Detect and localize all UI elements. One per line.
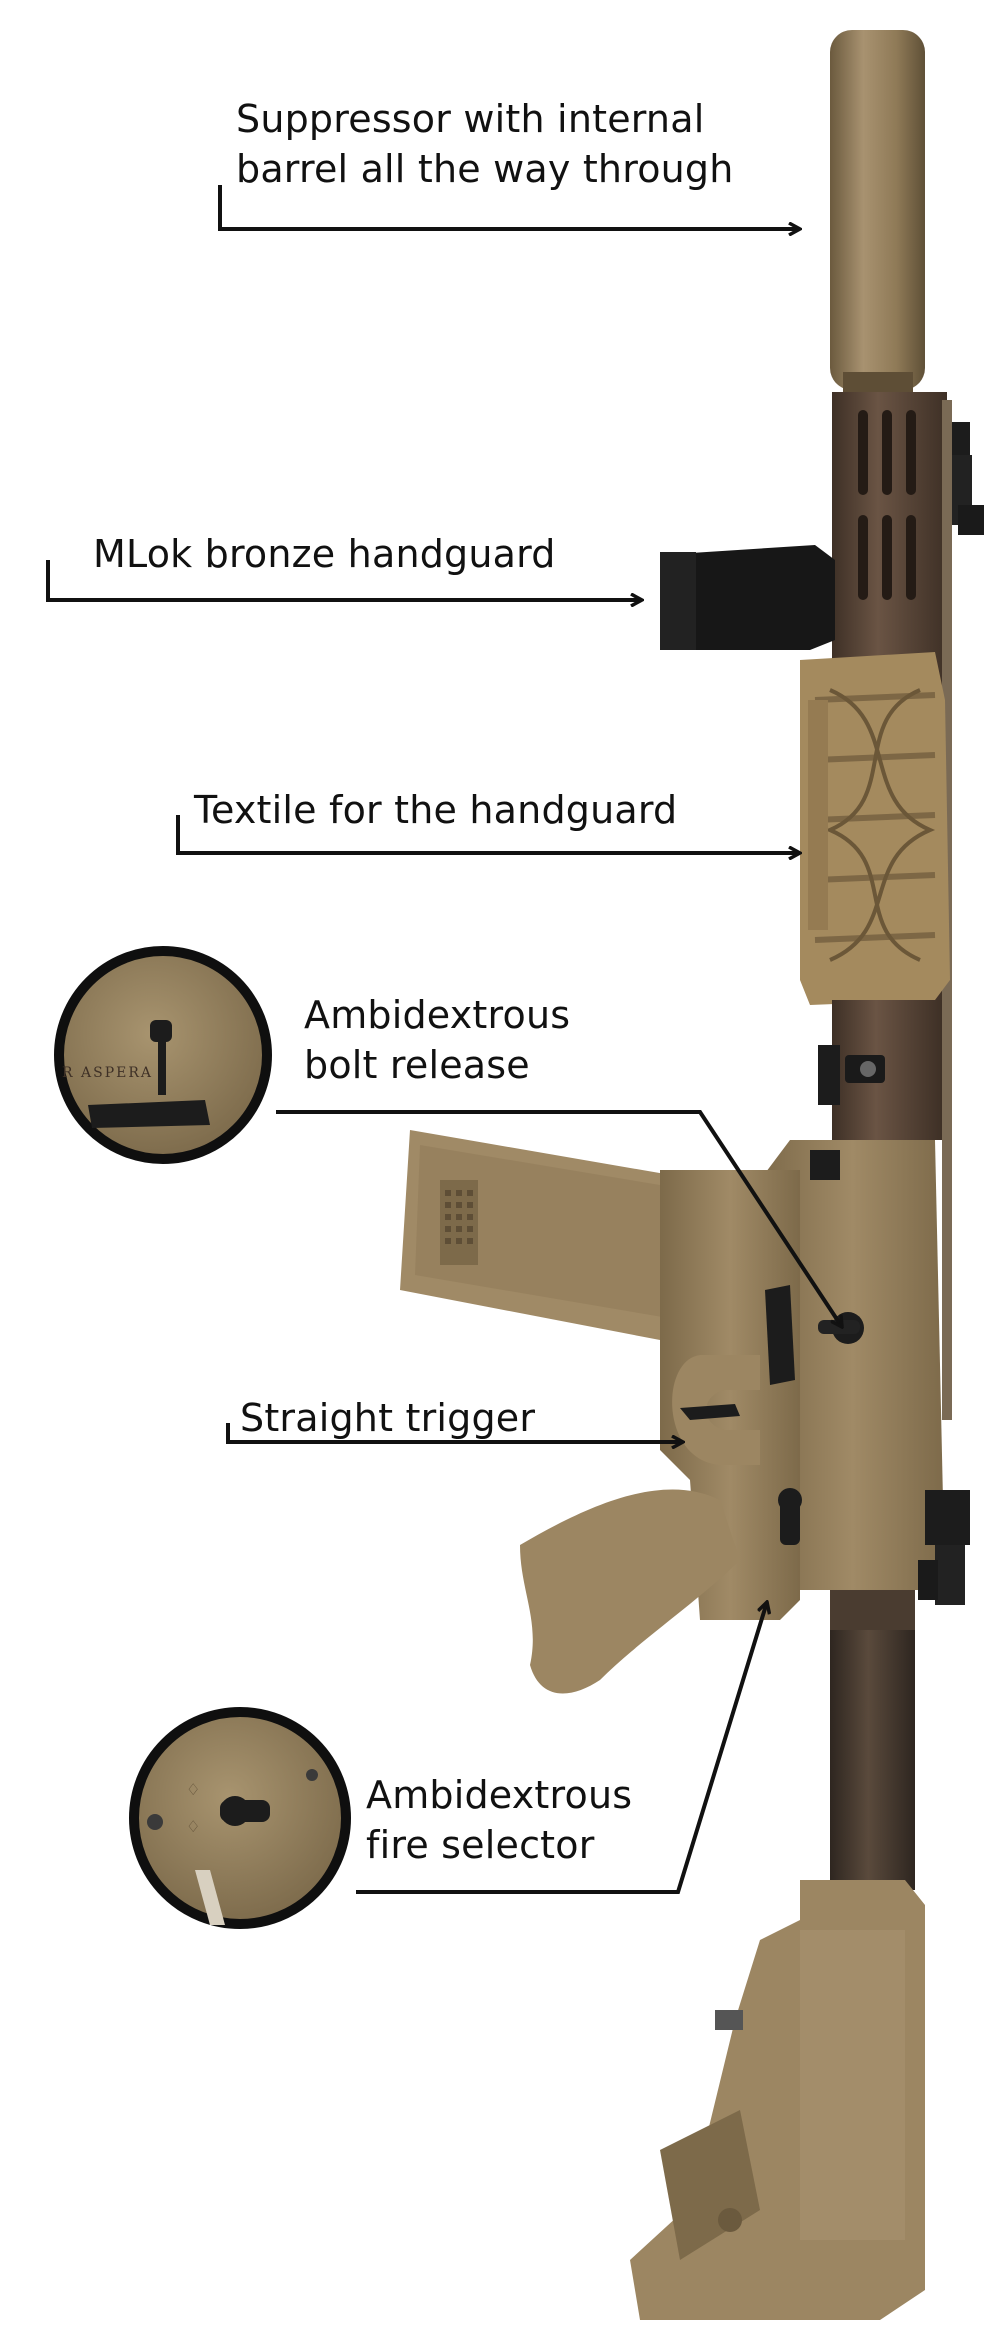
bolt-release-detail-icon: R ASPERA <box>54 946 272 1164</box>
trigger-guard-shape <box>672 1355 760 1465</box>
suppressor-arrow <box>218 185 800 229</box>
rear-sight-shape <box>918 1490 970 1605</box>
callout-lines <box>46 185 842 1894</box>
svg-text:♢: ♢ <box>186 1817 200 1836</box>
bolt-release-label: Ambidextrous bolt release <box>304 993 571 1087</box>
fire-selector-detail-icon: ♢ ♢ <box>129 1707 351 1929</box>
trigger-shape <box>680 1404 740 1420</box>
handguard-label: MLok bronze handguard <box>93 532 556 576</box>
textile-label: Textile for the handguard <box>194 788 678 832</box>
upper-receiver-shape <box>760 1140 945 1590</box>
handguard-arrow <box>46 560 642 600</box>
stock-shape <box>630 1880 925 2320</box>
trigger-label: Straight trigger <box>240 1396 536 1440</box>
fire-selector-label: Ambidextrous fire selector <box>366 1773 633 1867</box>
bolt-release-shape <box>765 1285 795 1385</box>
rifle-illustration <box>400 30 984 2320</box>
fire-selector-arrow <box>356 1602 767 1894</box>
magazine-shape <box>400 1130 700 1340</box>
suppressor-shape <box>830 30 925 390</box>
pistol-grip-shape <box>520 1489 740 1694</box>
trigger-arrow <box>226 1423 683 1442</box>
foregrip-shape <box>660 545 835 650</box>
textile-arrow <box>176 815 800 853</box>
suppressor-label: Suppressor with internal barrel all the … <box>236 97 734 191</box>
bolt-release-arrow <box>276 1110 842 1327</box>
textile-wrap-shape <box>800 652 950 1005</box>
svg-text:♢: ♢ <box>186 1780 200 1799</box>
buffer-tube-shape <box>830 1590 915 1890</box>
svg-text:R ASPERA: R ASPERA <box>62 1065 153 1081</box>
